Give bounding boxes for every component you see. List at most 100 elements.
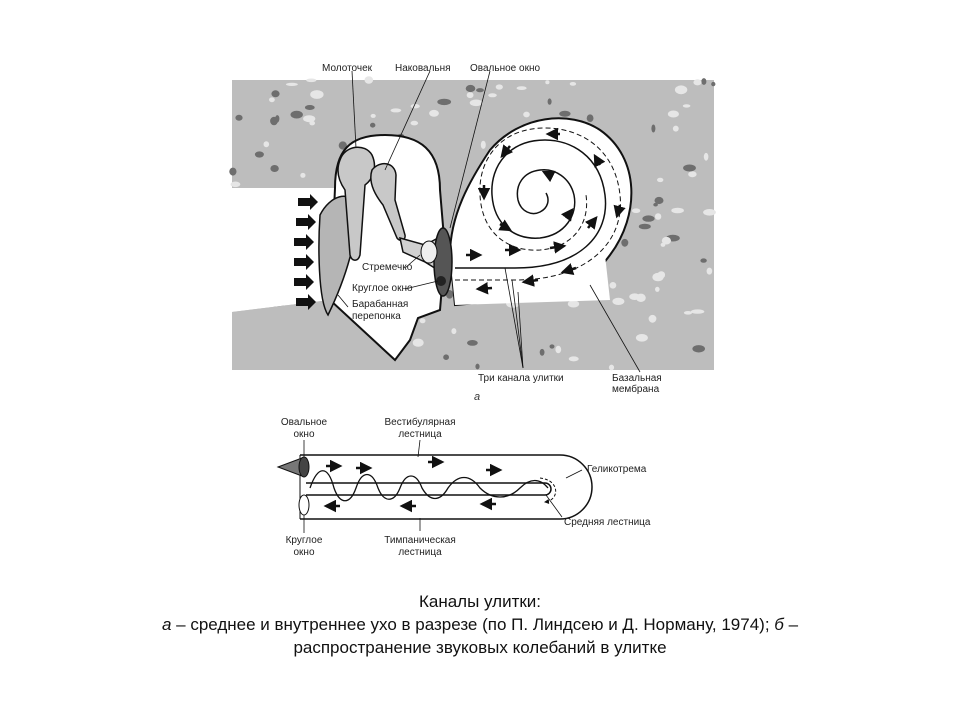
middle-scala: [306, 482, 552, 496]
bone-pore: [303, 115, 316, 123]
oval-window: [433, 227, 453, 297]
figure-caption: Каналы улитки: а – среднее и внутреннее …: [90, 590, 870, 659]
bone-pore: [429, 109, 439, 117]
scheme-leader-lines: [303, 439, 583, 533]
bone-pore: [652, 272, 664, 282]
bone-pore: [667, 110, 680, 118]
bone-pore: [671, 207, 684, 214]
label-round-window-b-2: окно: [293, 547, 314, 558]
bone-pore: [443, 354, 449, 361]
bone-pore: [693, 79, 702, 86]
label-oval-window-b-1: Овальное: [281, 417, 328, 428]
bone-pore: [648, 314, 657, 323]
bone-pore: [654, 213, 662, 220]
label-basilar-1: Базальная: [612, 373, 662, 384]
label-helicotrema: Геликотрема: [587, 464, 647, 475]
bone-pore: [688, 171, 697, 178]
bone-pore: [683, 164, 696, 172]
bone-pore: [480, 140, 486, 149]
label-round-window-b-1: Круглое: [286, 535, 323, 546]
bone-pore: [547, 98, 552, 105]
bone-pore: [370, 122, 376, 128]
caption-line-3: распространение звуковых колебаний в ули…: [293, 638, 667, 657]
bone-pore: [545, 80, 550, 85]
bone-pore: [657, 177, 664, 183]
label-middle-scala: Средняя лестница: [564, 517, 651, 528]
label-eardrum-1: Барабанная: [352, 298, 408, 310]
cochlear-spiral: [455, 139, 607, 269]
bone-pore: [683, 311, 693, 315]
bone-pore: [586, 114, 594, 122]
bone-pore: [629, 293, 640, 301]
cochlea-flow-arrows: [466, 127, 626, 295]
bone-pore: [370, 113, 376, 118]
scheme-flow-arrows: [323, 455, 503, 513]
eardrum: [318, 195, 357, 317]
label-leader-lines: [337, 70, 641, 373]
bone-pore: [608, 364, 615, 371]
bone-pore: [476, 88, 484, 93]
bone-pore: [621, 238, 629, 247]
bone-pore: [569, 82, 577, 86]
sound-wave: [309, 470, 549, 502]
bone-pore: [475, 363, 480, 370]
bone-pore: [701, 78, 707, 85]
bone-pore: [290, 110, 303, 119]
bone-pore: [711, 81, 716, 87]
bone-pore: [703, 152, 709, 161]
bone-pore: [263, 141, 270, 148]
round-window-b: [298, 494, 310, 516]
malleus: [337, 146, 376, 261]
bone-pore: [419, 318, 426, 324]
bone-pore: [410, 120, 419, 126]
bone-pore: [488, 93, 497, 98]
label-tympanic-2: лестница: [398, 547, 442, 558]
label-vestibular-2: лестница: [398, 429, 442, 440]
caption-letter-b: б: [774, 615, 784, 634]
bone-pore: [410, 104, 420, 109]
bone-pore: [466, 92, 474, 99]
bone-pore: [700, 258, 707, 263]
bone-pore: [703, 209, 716, 216]
bone-pore: [254, 151, 264, 158]
bone-pore: [467, 340, 478, 346]
bone-pore: [465, 84, 476, 93]
figure-b-cochlea-scheme: Овальное окно Вестибулярная лестница Гел…: [276, 416, 651, 558]
caption-letter-a: а: [161, 615, 172, 634]
cochlea-tube: [300, 454, 593, 520]
label-vestibular-1: Вестибулярная: [385, 416, 456, 428]
oval-window-b: [298, 456, 310, 478]
caption-title: Каналы улитки:: [418, 592, 542, 611]
bone-pore: [568, 356, 579, 362]
bone-pore: [523, 111, 530, 118]
bone-pore: [269, 97, 275, 103]
bone-pore: [682, 104, 691, 108]
bone-pore: [631, 208, 641, 213]
bone-pore: [674, 85, 688, 95]
bone-pore: [230, 181, 241, 188]
bone-pore: [654, 196, 664, 205]
bone-pore: [285, 82, 298, 86]
bone-pore: [692, 345, 705, 353]
caption-line-2: а – среднее и внутреннее ухо в разрезе (…: [90, 613, 870, 636]
bone-pore: [539, 348, 545, 356]
bone-pore: [364, 76, 374, 84]
bone-pore: [451, 328, 457, 335]
bone-pore: [559, 110, 571, 117]
caption-line-2-text: – среднее и внутреннее ухо в разрезе (по…: [171, 615, 775, 634]
bone-pore: [516, 86, 527, 90]
round-window: [436, 276, 446, 286]
bone-pore: [635, 334, 648, 342]
bone-pore: [270, 165, 279, 172]
stapes-cone: [276, 457, 303, 477]
label-oval-window-b-2: окно: [293, 429, 314, 440]
bone-pore: [390, 108, 402, 113]
bone-pore: [304, 105, 315, 110]
bone-pore: [271, 90, 280, 98]
bone-pore: [310, 90, 324, 99]
bone-pore: [655, 286, 660, 292]
bone-pore: [495, 84, 503, 90]
label-stapes: Стремечко: [362, 262, 413, 273]
label-tympanic-1: Тимпаническая: [384, 535, 456, 546]
